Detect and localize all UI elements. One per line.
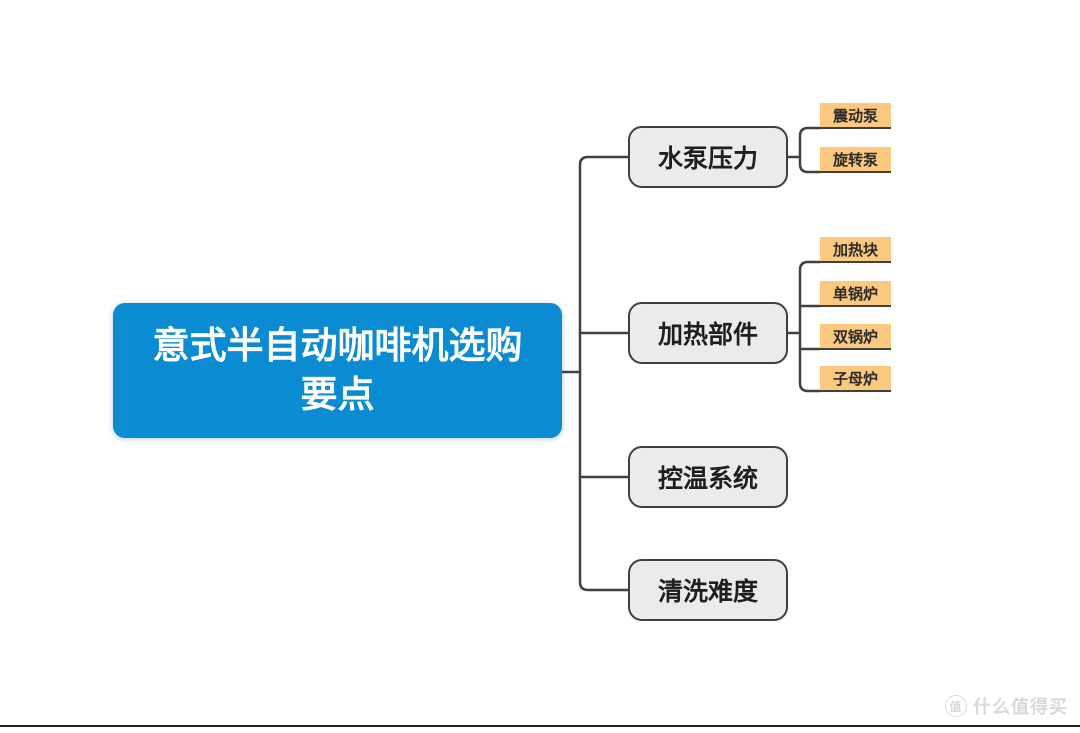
leaf-heating-block[interactable]: 加热块 (820, 237, 891, 263)
leaf-mother-child-boiler-label: 子母炉 (832, 370, 878, 388)
leaf-heating-block-label: 加热块 (832, 241, 878, 259)
bottom-border-line (0, 725, 1080, 727)
leaf-mother-child-boiler[interactable]: 子母炉 (820, 366, 891, 392)
leaf-vibration-pump[interactable]: 震动泵 (820, 103, 891, 129)
root-node-label-line2: 要点 (300, 373, 375, 415)
smzdm-watermark: 值 什么值得买 (945, 693, 1068, 719)
connector-pump-bracket (798, 126, 822, 174)
leaf-single-boiler[interactable]: 单锅炉 (820, 281, 891, 307)
root-node-label-line1: 意式半自动咖啡机选购 (152, 325, 523, 367)
branch-cleaning-difficulty[interactable]: 清洗难度 (628, 559, 788, 621)
smzdm-logo-icon: 值 (945, 695, 967, 717)
smzdm-watermark-text: 什么值得买 (973, 697, 1068, 717)
branch-heating-parts[interactable]: 加热部件 (628, 302, 788, 364)
branch-heating-parts-label: 加热部件 (657, 321, 758, 349)
branch-cleaning-difficulty-label: 清洗难度 (657, 578, 758, 606)
connector-branch-pump (578, 155, 630, 374)
leaf-vibration-pump-label: 震动泵 (832, 107, 878, 125)
leaf-double-boiler-label: 双锅炉 (832, 328, 878, 346)
branch-pump-pressure[interactable]: 水泵压力 (628, 126, 788, 188)
connector-heating-bracket (798, 260, 822, 393)
branch-temp-control-label: 控温系统 (657, 465, 758, 493)
connector-branch-cleaning (578, 370, 630, 592)
leaf-rotary-pump-label: 旋转泵 (832, 151, 878, 169)
branch-temp-control[interactable]: 控温系统 (628, 446, 788, 508)
leaf-single-boiler-label: 单锅炉 (832, 285, 878, 303)
branch-pump-pressure-label: 水泵压力 (657, 145, 758, 173)
leaf-double-boiler[interactable]: 双锅炉 (820, 324, 891, 350)
leaf-rotary-pump[interactable]: 旋转泵 (820, 147, 891, 173)
root-node[interactable]: 意式半自动咖啡机选购 要点 (113, 303, 562, 438)
